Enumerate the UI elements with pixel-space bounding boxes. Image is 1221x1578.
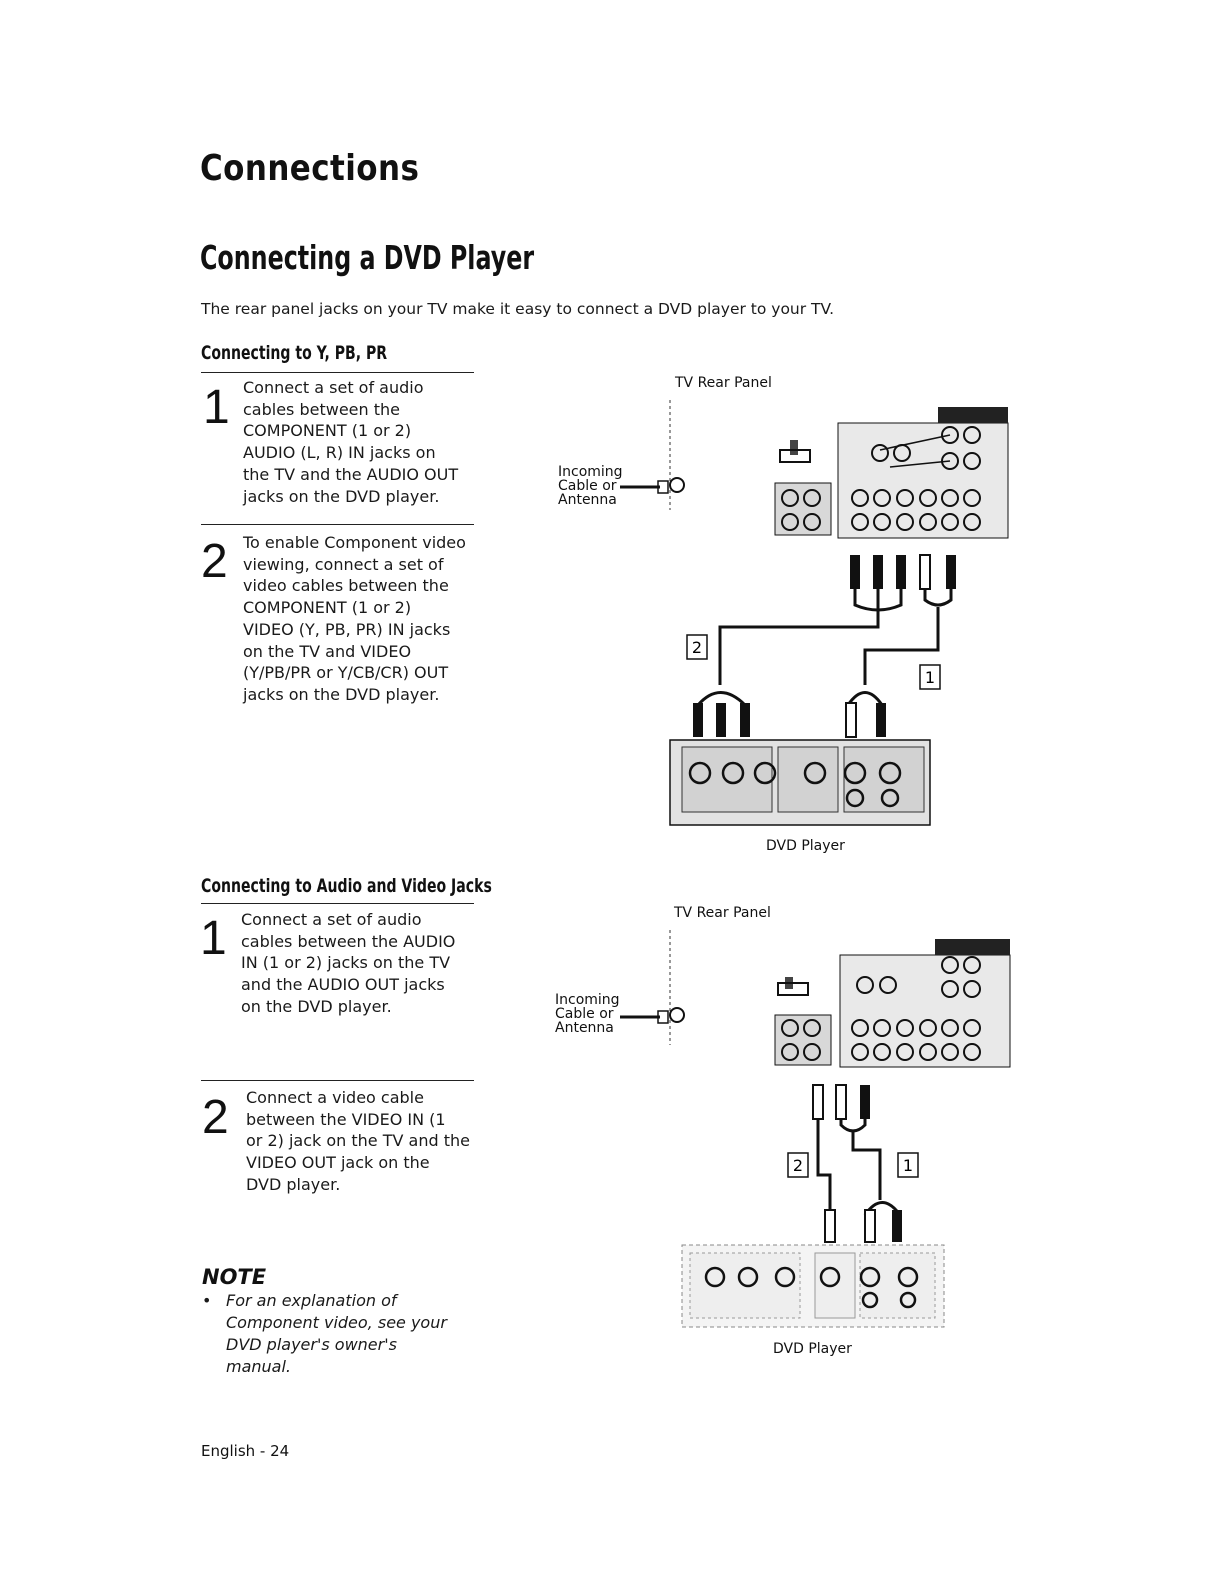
dvd-player-panel-icon (681, 1244, 945, 1328)
incoming-cable-label: Incoming Cable or Antenna (555, 992, 620, 1036)
callout-2-icon (787, 1152, 809, 1178)
callout-1-icon (897, 1152, 919, 1178)
component-heading: Connecting to Y, PB, PR (201, 342, 388, 364)
component-step-2-text: To enable Component video viewing, conne… (243, 533, 466, 704)
incoming-cable-label: Incoming Cable or Antenna (558, 464, 623, 508)
antenna-jack-icon (669, 477, 685, 493)
component-step-1-text: Connect a set of audio cables between th… (243, 378, 459, 506)
note-heading: NOTE (202, 1265, 267, 1289)
note-bullet: • (202, 1291, 212, 1310)
section-title: Connecting a DVD Player (200, 238, 535, 277)
av-step-2-text: Connect a video cable between the VIDEO … (246, 1088, 470, 1194)
component-heading-rule (201, 372, 474, 373)
callout-2-icon (686, 634, 708, 660)
callout-1-icon (919, 664, 941, 690)
step-number: 1 (203, 381, 230, 434)
svg-text:1: 1 (903, 1156, 913, 1175)
av-heading: Connecting to Audio and Video Jacks (201, 875, 492, 897)
tv-rear-panel-label: TV Rear Panel (674, 905, 771, 921)
svg-text:2: 2 (793, 1156, 803, 1175)
step-divider (201, 1080, 474, 1081)
step-divider (201, 524, 474, 525)
step-number: 2 (202, 1091, 229, 1144)
svg-text:1: 1 (925, 668, 935, 687)
av-connection-diagram: 2 1 (620, 930, 1011, 1328)
antenna-jack-icon (669, 1007, 685, 1023)
svg-text:2: 2 (692, 638, 702, 657)
tv-rear-panel-label: TV Rear Panel (675, 375, 772, 391)
step-number: 1 (200, 912, 227, 965)
tv-rear-panel-icon (774, 407, 1009, 539)
component-connection-diagram: 2 1 (620, 400, 1009, 826)
dvd-player-label: DVD Player (773, 1341, 852, 1357)
intro-text: The rear panel jacks on your TV make it … (201, 300, 835, 318)
page-title: Connections (200, 148, 420, 189)
note-text: For an explanation of Component video, s… (226, 1291, 447, 1376)
dvd-player-panel-icon (669, 739, 931, 826)
step-number: 2 (201, 535, 228, 588)
dvd-player-label: DVD Player (766, 838, 845, 854)
tv-rear-panel-icon (774, 939, 1011, 1068)
av-step-1-text: Connect a set of audio cables between th… (241, 910, 456, 1016)
page-footer: English - 24 (201, 1442, 290, 1460)
av-heading-rule (201, 903, 474, 904)
